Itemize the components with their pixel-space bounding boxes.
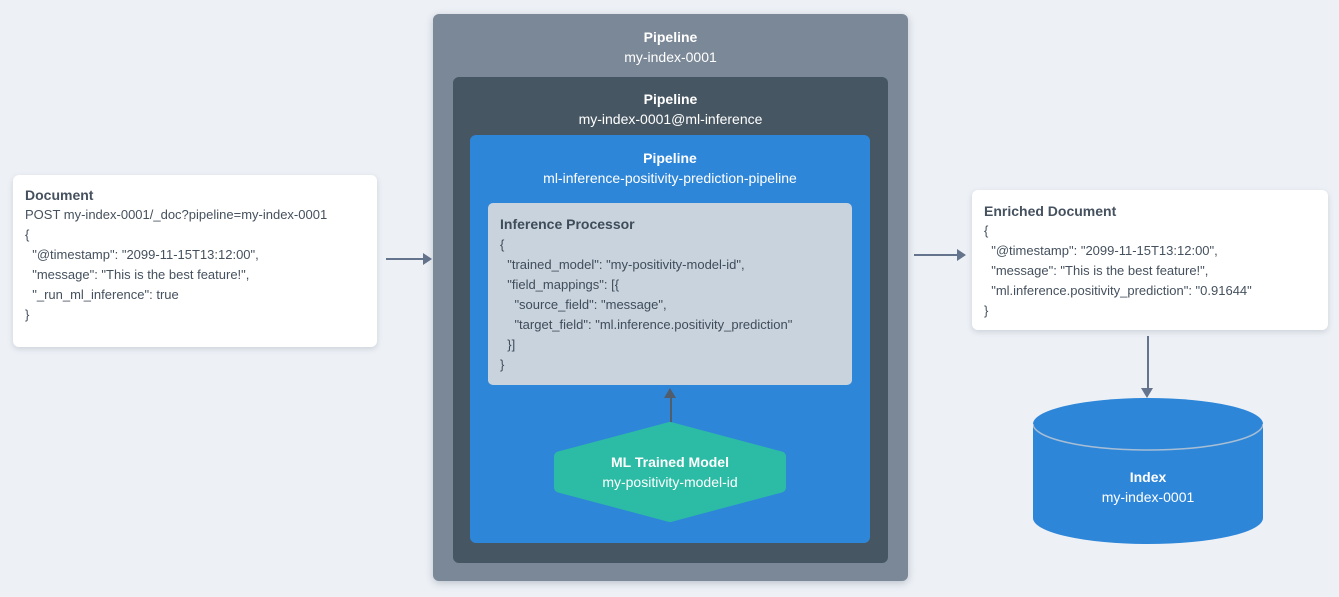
code-line: "target_field": "ml.inference.positivity… xyxy=(500,317,793,332)
code-line: { xyxy=(500,237,505,252)
code-line: "trained_model": "my-positivity-model-id… xyxy=(500,257,745,272)
right-arrow-icon xyxy=(914,249,966,261)
code-line: { xyxy=(984,223,989,238)
ml-trained-model-name: my-positivity-model-id xyxy=(602,474,738,490)
arrow-head xyxy=(423,253,432,265)
arrow-line xyxy=(670,396,672,424)
inference-processor-box: Inference Processor { "trained_model": "… xyxy=(488,203,852,385)
outer-pipeline-title: Pipeline xyxy=(643,29,698,45)
code-line: } xyxy=(984,303,989,318)
code-line: "message": "This is the best feature!", xyxy=(984,263,1209,278)
index-name: my-index-0001 xyxy=(1101,489,1195,505)
code-line: "ml.inference.positivity_prediction": "0… xyxy=(984,283,1252,298)
right-arrow-icon xyxy=(386,253,432,265)
index-node: Index my-index-0001 xyxy=(1033,398,1263,546)
enriched-document-card: Enriched Document { "@timestamp": "2099-… xyxy=(972,190,1328,330)
outer-pipeline-name: my-index-0001 xyxy=(624,49,717,65)
code-line: "_run_ml_inference": true xyxy=(25,287,179,302)
arrow-line xyxy=(386,258,425,260)
code-line: }] xyxy=(500,337,516,352)
arrow-head xyxy=(957,249,966,261)
up-arrow-icon xyxy=(664,388,676,424)
code-line: "@timestamp": "2099-11-15T13:12:00", xyxy=(984,243,1218,258)
hexagon-icon xyxy=(554,422,786,522)
code-line: } xyxy=(25,307,30,322)
code-line: POST my-index-0001/_doc?pipeline=my-inde… xyxy=(25,207,328,222)
document-card: Document POST my-index-0001/_doc?pipelin… xyxy=(13,175,377,347)
code-line: "message": "This is the best feature!", xyxy=(25,267,250,282)
code-line: "source_field": "message", xyxy=(500,297,667,312)
database-cylinder-icon xyxy=(1033,398,1263,544)
inner-pipeline-title: Pipeline xyxy=(643,91,698,107)
ml-pipeline-title: Pipeline xyxy=(643,150,697,166)
code-line: "field_mappings": [{ xyxy=(500,277,620,292)
enriched-document-title: Enriched Document xyxy=(984,203,1117,219)
code-line: "@timestamp": "2099-11-15T13:12:00", xyxy=(25,247,259,262)
code-line: { xyxy=(25,227,30,242)
arrow-line xyxy=(1147,336,1149,389)
arrow-head xyxy=(664,388,676,398)
arrow-head xyxy=(1141,388,1153,398)
ml-trained-model-title: ML Trained Model xyxy=(611,454,729,470)
code-line: } xyxy=(500,357,505,372)
inner-pipeline-name: my-index-0001@ml-inference xyxy=(578,111,763,127)
ml-pipeline-name: ml-inference-positivity-prediction-pipel… xyxy=(543,170,797,186)
inference-processor-title: Inference Processor xyxy=(500,216,635,232)
document-card-title: Document xyxy=(25,187,94,203)
index-title: Index xyxy=(1129,469,1167,485)
ml-trained-model-node: ML Trained Model my-positivity-model-id xyxy=(552,422,788,522)
down-arrow-icon xyxy=(1141,336,1153,398)
arrow-line xyxy=(914,254,959,256)
